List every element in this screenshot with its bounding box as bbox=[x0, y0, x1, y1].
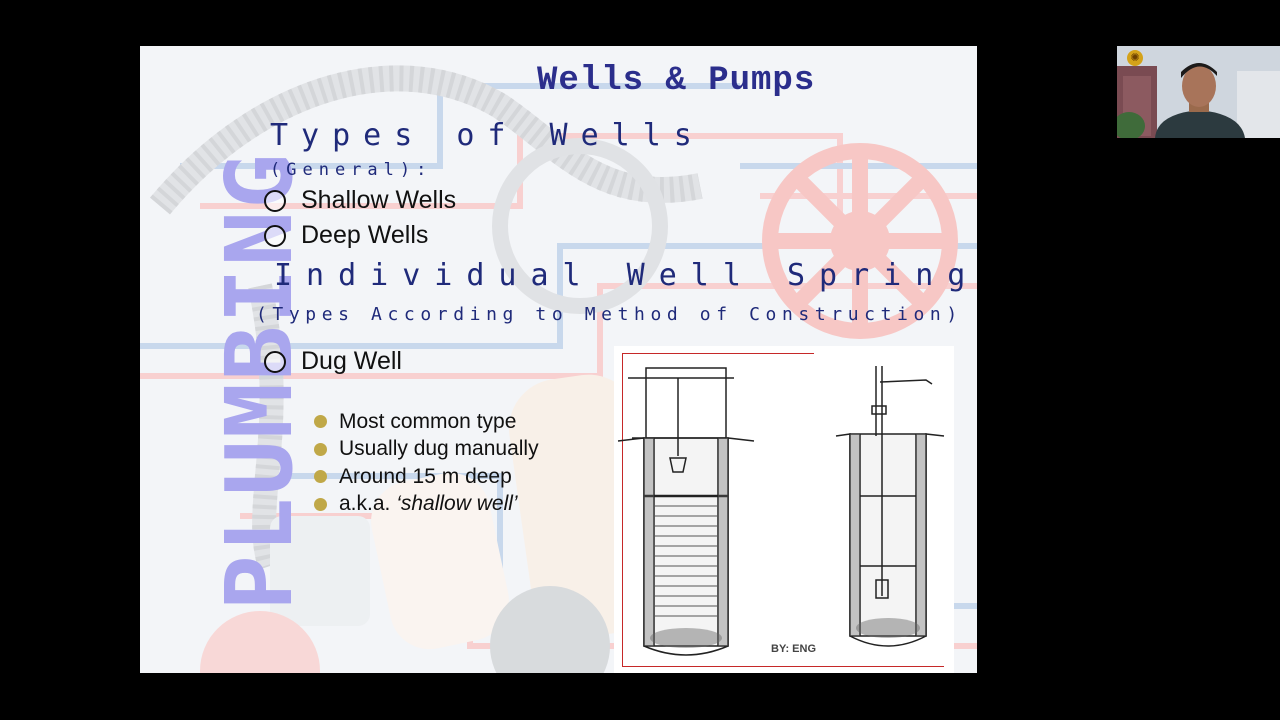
types-of-wells-heading: Types of Wells bbox=[270, 118, 705, 153]
general-subheading: (General): bbox=[270, 160, 433, 180]
ring-bullet-icon bbox=[264, 350, 286, 373]
list-item-label: Shallow Wells bbox=[301, 186, 457, 214]
ring-bullet-icon bbox=[264, 224, 286, 247]
point-text: Around 15 m deep bbox=[339, 464, 512, 488]
webcam-view: ✺ bbox=[1117, 46, 1280, 138]
point-text: Most common type bbox=[339, 409, 517, 433]
well-springs-heading: Individual Well Springs: bbox=[274, 258, 977, 293]
well-cross-section-drawings bbox=[617, 346, 949, 666]
presenter-video-icon bbox=[1117, 46, 1280, 138]
dug-well-diagram: BY: ENG bbox=[614, 346, 954, 673]
bullet-dot-icon bbox=[314, 470, 327, 484]
bullet-dot-icon bbox=[314, 442, 327, 456]
slide-title: Wells & Pumps bbox=[537, 62, 816, 100]
point-text: Usually dug manually bbox=[339, 437, 539, 461]
list-item-deep-wells: Deep Wells bbox=[264, 221, 428, 250]
aka-term: ‘shallow well’ bbox=[396, 492, 518, 516]
list-item: a.k.a. ‘shallow well’ bbox=[314, 491, 539, 519]
list-item-label: Dug Well bbox=[301, 347, 402, 375]
construction-subheading: (Types According to Method of Constructi… bbox=[256, 304, 963, 325]
list-item-shallow-wells: Shallow Wells bbox=[264, 186, 456, 215]
list-item: Most common type bbox=[314, 408, 539, 436]
list-item: Usually dug manually bbox=[314, 436, 539, 464]
bullet-dot-icon bbox=[314, 415, 327, 429]
figure-credit: BY: ENG bbox=[771, 643, 817, 655]
point-text: a.k.a. bbox=[339, 492, 397, 516]
list-item-dug-well: Dug Well bbox=[264, 347, 402, 376]
list-item: Around 15 m deep bbox=[314, 463, 539, 491]
presentation-slide: PLUMBING Wells & Pumps Types of Wells (G… bbox=[140, 46, 977, 673]
list-item-label: Deep Wells bbox=[301, 221, 429, 249]
ring-bullet-icon bbox=[264, 189, 286, 212]
bullet-dot-icon bbox=[314, 497, 327, 511]
dug-well-points: Most common type Usually dug manually Ar… bbox=[314, 408, 539, 518]
university-seal-icon: ✺ bbox=[1127, 50, 1143, 66]
